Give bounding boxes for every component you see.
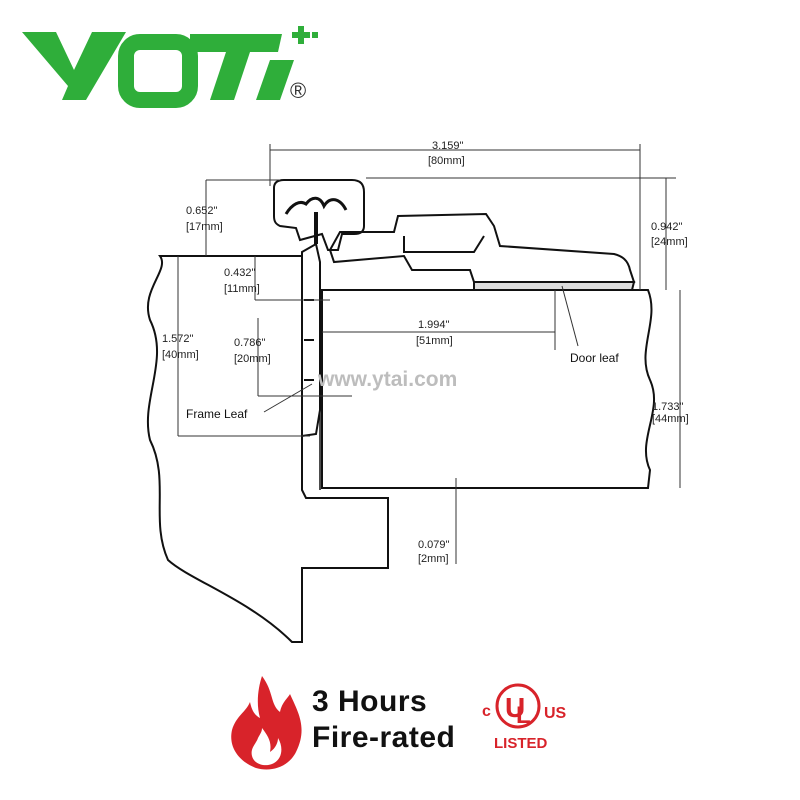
hinge-section-drawing: 3.159" [80mm] 0.652" [17mm] 0.942" [24mm…	[146, 140, 689, 643]
dim-0432-mm: [11mm]	[224, 283, 260, 295]
dim-1733-inch: 1.733"	[652, 401, 684, 413]
svg-text:L: L	[516, 702, 531, 729]
dim-0079-mm: [2mm]	[418, 553, 449, 565]
dim-1994-inch: 1.994"	[418, 319, 450, 331]
logo-mark	[22, 26, 318, 108]
dim-1994-mm: [51mm]	[416, 335, 453, 347]
fire-rating-text: 3 Hours Fire-rated	[312, 684, 455, 756]
ul-listed-mark: U L c US LISTED	[482, 683, 567, 752]
dim-0432-inch: 0.432"	[224, 267, 256, 279]
dim-1572-mm: [40mm]	[162, 349, 199, 361]
hinge-profile	[273, 179, 636, 490]
svg-text:U: U	[505, 692, 525, 723]
dim-0786-inch: 0.786"	[234, 337, 266, 349]
dim-3159-mm: [80mm]	[428, 155, 465, 167]
door-leaf-label: Door leaf	[570, 351, 619, 365]
dim-0079-inch: 0.079"	[418, 539, 450, 551]
yoti-logo: ®	[22, 26, 318, 108]
dim-0652-inch: 0.652"	[186, 205, 218, 217]
frame-leaf-label: Frame Leaf	[186, 407, 248, 421]
ul-c-mark: c	[482, 703, 491, 720]
dimension-lines	[177, 144, 681, 564]
flame-icon	[231, 676, 302, 770]
fire-badge	[231, 676, 302, 770]
registered-mark: ®	[290, 78, 306, 103]
dim-0942-mm: [24mm]	[651, 236, 688, 248]
dim-1733-mm: [44mm]	[652, 413, 689, 425]
dim-0652-mm: [17mm]	[186, 221, 223, 233]
ul-circle-icon: U L	[495, 683, 541, 729]
dim-0942-inch: 0.942"	[651, 221, 683, 233]
dim-0786-mm: [20mm]	[234, 353, 271, 365]
dimension-texts: 3.159" [80mm] 0.652" [17mm] 0.942" [24mm…	[162, 140, 689, 565]
watermark: www.ytai.com	[317, 368, 457, 391]
fire-rating-line2: Fire-rated	[312, 721, 456, 754]
dim-1572-inch: 1.572"	[162, 333, 194, 345]
dim-3159-inch: 3.159"	[432, 140, 464, 152]
fire-rating-line1: 3 Hours	[312, 685, 428, 718]
ul-listed-text: LISTED	[494, 735, 548, 752]
wall-frame-outline	[146, 255, 655, 643]
ul-us-mark: US	[544, 705, 567, 722]
